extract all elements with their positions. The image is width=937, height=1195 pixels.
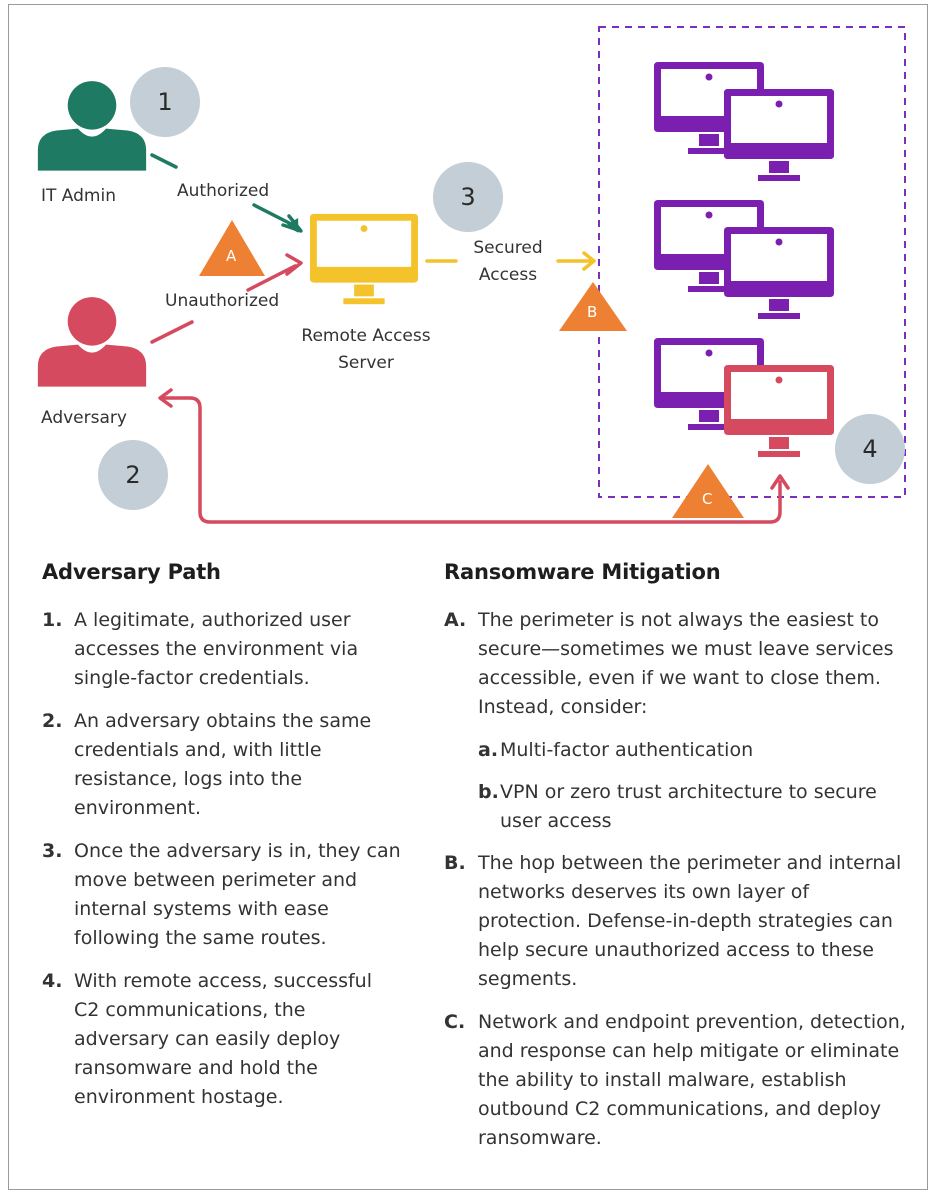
ransomware-mitigation-section: Ransomware Mitigation A. The perimeter i… <box>444 560 912 1167</box>
warning-triangle-b <box>559 282 627 331</box>
server-monitor-icon <box>310 213 418 305</box>
step-badge-1: 1 <box>130 67 200 137</box>
unauthorized-arrow-part2 <box>246 264 297 292</box>
list-marker: A. <box>444 609 467 631</box>
list-text: With remote access, successful C2 commun… <box>74 970 373 1108</box>
c2-return-path <box>161 396 782 524</box>
list-text: Once the adversary is in, they can move … <box>74 840 401 949</box>
list-text: Network and endpoint prevention, detecti… <box>478 1011 906 1149</box>
list-marker: 1. <box>42 609 63 631</box>
adversary-path-section: Adversary Path 1. A legitimate, authoriz… <box>42 560 402 1126</box>
adversary-label: Adversary <box>41 408 127 428</box>
sub-list-item: b. VPN or zero trust architecture to sec… <box>478 778 912 836</box>
adversary-path-title: Adversary Path <box>42 560 221 584</box>
list-item: 2. An adversary obtains the same credent… <box>42 707 402 823</box>
list-item: 1. A legitimate, authorized user accesse… <box>42 606 402 693</box>
list-item: B. The hop between the perimeter and int… <box>444 849 912 994</box>
list-text: The perimeter is not always the easiest … <box>478 609 894 718</box>
authorized-arrow-part1 <box>150 153 178 169</box>
warning-triangle-c <box>672 464 744 518</box>
warning-letter-b: B <box>587 303 598 321</box>
warning-letter-a: A <box>226 247 237 265</box>
sub-list-marker: a. <box>478 739 499 761</box>
unauthorized-label: Unauthorized <box>165 291 280 311</box>
it-admin-label: IT Admin <box>41 186 116 206</box>
list-marker: 2. <box>42 710 63 732</box>
adversary-icon <box>37 297 147 387</box>
list-marker: B. <box>444 852 466 874</box>
authorized-label: Authorized <box>177 181 270 201</box>
unauthorized-arrowhead <box>285 253 303 276</box>
secured-label-line1: Secured <box>473 238 543 258</box>
list-marker: 4. <box>42 970 63 992</box>
warning-letter-c: C <box>702 490 713 508</box>
list-text: An adversary obtains the same credential… <box>74 710 372 819</box>
list-item: 3. Once the adversary is in, they can mo… <box>42 837 402 953</box>
sub-list-marker: b. <box>478 781 499 803</box>
figure-frame <box>8 4 928 1190</box>
list-item: 4. With remote access, successful C2 com… <box>42 967 402 1112</box>
list-text: The hop between the perimeter and intern… <box>478 852 902 990</box>
step-badge-4: 4 <box>835 414 905 484</box>
unauthorized-arrow-part1 <box>150 320 194 344</box>
list-item: A. The perimeter is not always the easie… <box>444 606 912 722</box>
adversary-arrowhead <box>158 388 173 408</box>
authorized-arrow-part2 <box>252 203 297 228</box>
step-badge-3: 3 <box>433 162 503 232</box>
sub-list-text: VPN or zero trust architecture to secure… <box>500 781 877 832</box>
server-label-line2: Server <box>338 353 394 373</box>
server-label-line1: Remote Access <box>301 326 431 346</box>
endpoint-arrowhead <box>770 474 790 490</box>
mitigation-title: Ransomware Mitigation <box>444 560 721 584</box>
secured-label-line2: Access <box>478 265 538 285</box>
warning-triangle-a <box>199 220 265 276</box>
internal-network-boundary <box>598 26 906 498</box>
secured-arrowhead <box>582 251 596 271</box>
list-item: C. Network and endpoint prevention, dete… <box>444 1008 912 1153</box>
list-marker: C. <box>444 1011 466 1033</box>
step-badge-2: 2 <box>98 440 168 510</box>
sub-list-item: a. Multi-factor authentication <box>478 736 912 765</box>
list-text: A legitimate, authorized user accesses t… <box>74 609 359 689</box>
network-diagram <box>37 26 906 524</box>
authorized-arrowhead-chevron <box>281 214 303 233</box>
sub-list-text: Multi-factor authentication <box>500 739 754 761</box>
list-marker: 3. <box>42 840 63 862</box>
